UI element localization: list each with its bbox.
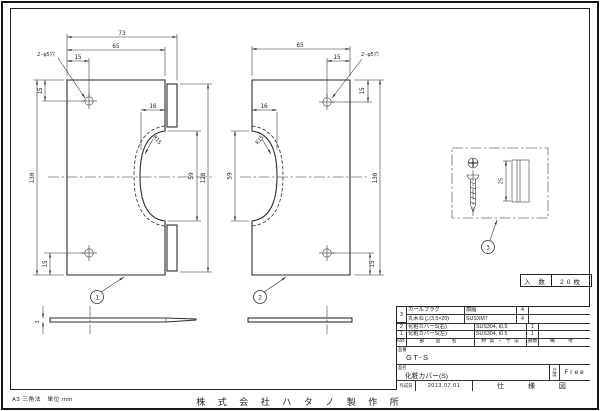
header-remarks: 備 考	[550, 339, 579, 345]
doc-type: 仕 様 図	[497, 383, 577, 390]
detail-view: 25 3	[451, 147, 549, 254]
table-row-1: 1 化粧カバーS(左) SUS304, t0.5 1	[397, 331, 590, 339]
row3-no: 3	[397, 307, 407, 323]
left-dimension-lines	[36, 36, 209, 276]
dim-r15-right: R15	[255, 135, 266, 146]
part-no: 2	[397, 324, 407, 330]
parts-table: 3 カールプラグ 樹脂 4 丸木ねじ(3.5×20) SUSXM7 4 2 化粧…	[396, 306, 590, 391]
table-row-3: 3 カールプラグ 樹脂 4 丸木ねじ(3.5×20) SUSXM7 4	[397, 307, 590, 323]
title-block-part-no: 品番 GT-S	[397, 347, 590, 365]
screw-head-icon	[467, 157, 479, 169]
part-name: カールプラグ	[407, 307, 465, 314]
part-remarks	[539, 324, 590, 330]
dim-65-left: 65	[112, 43, 120, 50]
part-name: 化粧カバーS(右)	[407, 324, 475, 330]
title-block-footer: 作成日 2013.07.01 仕 様 図	[397, 381, 590, 391]
quantity-box: 入 数 20枚	[520, 274, 592, 287]
quantity-label: 入 数	[521, 275, 552, 286]
dim-15v-left: 15	[37, 87, 44, 95]
table-row-3a: カールプラグ 樹脂 4	[407, 307, 590, 315]
dim-r15-left: R15	[151, 135, 162, 146]
part-remarks	[539, 331, 590, 338]
quantity-value: 20枚	[560, 278, 583, 286]
right-cutout-dashed	[251, 125, 284, 227]
part-remarks	[529, 315, 590, 323]
date-value: 2013.07.01	[416, 381, 473, 391]
part-qty: 1	[527, 331, 539, 338]
part-material: SUS304, t0.5	[475, 331, 527, 338]
dim-15-top-right: 15	[333, 54, 341, 61]
part-qty: 4	[517, 307, 529, 314]
balloon-1-number: 1	[95, 295, 99, 302]
title-block-part-name: 品名 化粧カバー(S) 尺度 Free	[397, 365, 590, 381]
dim-15v-right: 15	[359, 87, 366, 95]
left-view: 73 65 15 2-φ5穴 15 130 59 128 16 R15 15 1…	[29, 30, 215, 334]
table-row-2: 2 化粧カバーS(右) SUS304, t0.5 1	[397, 323, 590, 331]
table-row-3b: 丸木ねじ(3.5×20) SUSXM7 4	[407, 315, 590, 323]
dim-thickness: 3	[35, 320, 41, 323]
left-side-view: 3	[35, 306, 197, 334]
right-dimension-lines	[234, 48, 381, 276]
date-label: 作成日	[397, 381, 416, 391]
left-cutout-dashed	[133, 125, 166, 227]
dim-15-bottom-right: 15	[369, 260, 376, 268]
scale-value: Free	[564, 369, 586, 376]
detail-box	[451, 147, 549, 219]
dim-59-right: 59	[227, 172, 234, 180]
part-name-label: 品名	[398, 365, 407, 370]
dim-128: 128	[200, 172, 207, 183]
right-extension-lines	[231, 46, 384, 276]
part-material: SUS304, t0.5	[475, 324, 527, 330]
dim-65-right: 65	[296, 42, 304, 49]
balloon-2	[253, 290, 267, 304]
header-qty: 員数	[527, 339, 539, 346]
company-name: 株 式 会 社 ハ タ ノ 製 作 所	[196, 397, 404, 407]
part-material: 樹脂	[465, 307, 517, 314]
part-remarks	[529, 307, 590, 314]
dim-15-top-left: 15	[74, 54, 82, 61]
part-no-value: GT-S	[406, 353, 430, 362]
dim-73: 73	[118, 30, 126, 37]
dim-130-right: 130	[372, 172, 379, 183]
header-no: NO.	[397, 339, 407, 346]
hole-label-right: 2-φ5穴	[361, 50, 380, 58]
table-header-row: NO. 部 品 名 材 質 ・ 寸 法 員数 備 考	[397, 339, 590, 347]
balloon-3-number: 3	[486, 245, 490, 252]
dim-59-left: 59	[188, 172, 195, 180]
dim-25-plug: 25	[499, 178, 505, 184]
dim-16-left: 16	[149, 103, 157, 110]
format-note: A3 三角法 単位:mm	[12, 397, 73, 403]
header-material: 材 質 ・ 寸 法	[475, 339, 527, 346]
drawing-frame	[10, 8, 590, 390]
part-name: 化粧カバーS(左)	[407, 331, 475, 338]
part-material: SUSXM7	[465, 315, 517, 323]
dim-130-left: 130	[29, 172, 36, 183]
hole-label-left: 2-φ5穴	[37, 50, 56, 58]
wood-screw-icon	[466, 170, 480, 216]
balloon-1	[90, 290, 104, 304]
part-no: 1	[397, 331, 407, 338]
right-side-view	[247, 306, 353, 334]
dim-16-right: 16	[260, 103, 268, 110]
dim-15-bottom-left: 15	[42, 260, 49, 268]
right-view: 65 15 2-φ5穴 15 130 59 16 R15 15 2	[227, 42, 384, 334]
balloon-3	[481, 240, 495, 254]
part-name-value: 化粧カバー(S)	[405, 373, 449, 380]
part-qty: 4	[517, 315, 529, 323]
wall-plug-icon: 25	[499, 159, 530, 203]
part-qty: 1	[527, 324, 539, 330]
part-no-label: 品番	[398, 347, 407, 352]
part-name: 丸木ねじ(3.5×20)	[407, 315, 465, 323]
balloon-2-number: 2	[258, 295, 262, 302]
scale-label: 尺度	[550, 365, 560, 380]
left-extension-lines	[33, 34, 212, 276]
header-name: 部 品 名	[407, 339, 475, 346]
